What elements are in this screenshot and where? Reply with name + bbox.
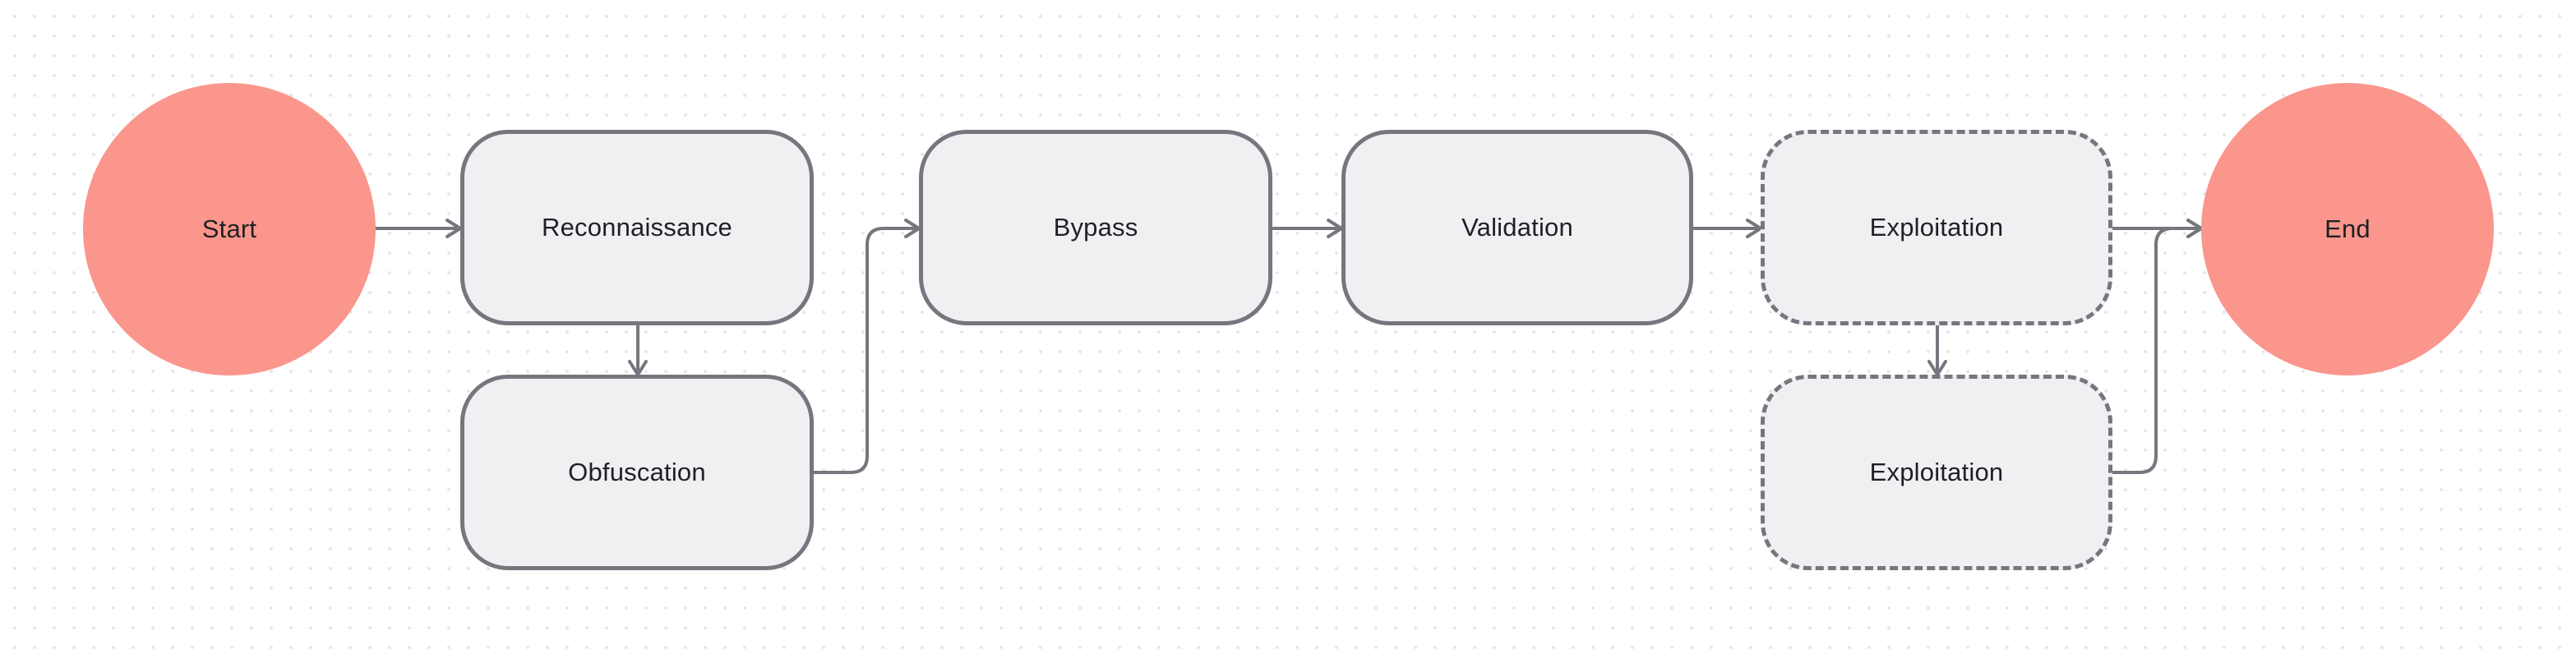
bypass-node[interactable]: Bypass bbox=[919, 130, 1272, 325]
start-label: Start bbox=[201, 214, 257, 243]
bypass-label: Bypass bbox=[1053, 213, 1138, 242]
reconnaissance-label: Reconnaissance bbox=[541, 213, 732, 242]
reconnaissance-node[interactable]: Reconnaissance bbox=[460, 130, 814, 325]
exploitation-1-label: Exploitation bbox=[1869, 213, 2004, 242]
exploitation-2-label: Exploitation bbox=[1869, 458, 2004, 486]
validation-node[interactable]: Validation bbox=[1341, 130, 1693, 325]
start-node[interactable]: Start bbox=[83, 83, 376, 375]
obfuscation-node[interactable]: Obfuscation bbox=[460, 375, 814, 570]
edge-exploitation-2-end bbox=[2112, 219, 2203, 474]
exploitation-node-1[interactable]: Exploitation bbox=[1761, 130, 2112, 325]
exploitation-node-2[interactable]: Exploitation bbox=[1761, 375, 2112, 570]
end-node[interactable]: End bbox=[2201, 83, 2494, 375]
validation-label: Validation bbox=[1461, 213, 1573, 242]
edge-obfuscation-bypass bbox=[814, 219, 921, 474]
end-label: End bbox=[2324, 214, 2371, 243]
obfuscation-label: Obfuscation bbox=[568, 458, 706, 486]
